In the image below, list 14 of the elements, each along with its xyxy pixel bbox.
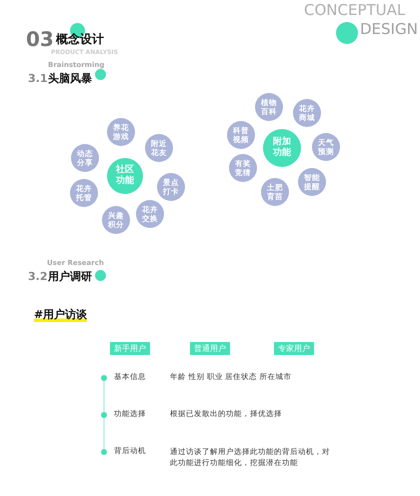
background-heading: CONCEPTUAL	[304, 2, 406, 20]
section-number: 3.1	[28, 73, 48, 86]
section-title: 概念设计	[56, 33, 104, 47]
section-title: 头脑风暴	[48, 73, 92, 86]
center-bubble: 附加功能	[263, 129, 301, 167]
section-title: 用户调研	[48, 271, 92, 284]
background-heading: DESIGN	[360, 21, 418, 38]
section-number: 03	[26, 28, 54, 51]
section-number: 3.2	[28, 271, 48, 284]
center-bubble: 社区功能	[107, 158, 143, 194]
subsection-title: #用户访谈	[34, 309, 88, 322]
user-type-tag: 专家用户	[274, 342, 314, 356]
user-type-tag: 新手用户	[110, 342, 150, 356]
user-type-tag: 普通用户	[190, 342, 230, 356]
